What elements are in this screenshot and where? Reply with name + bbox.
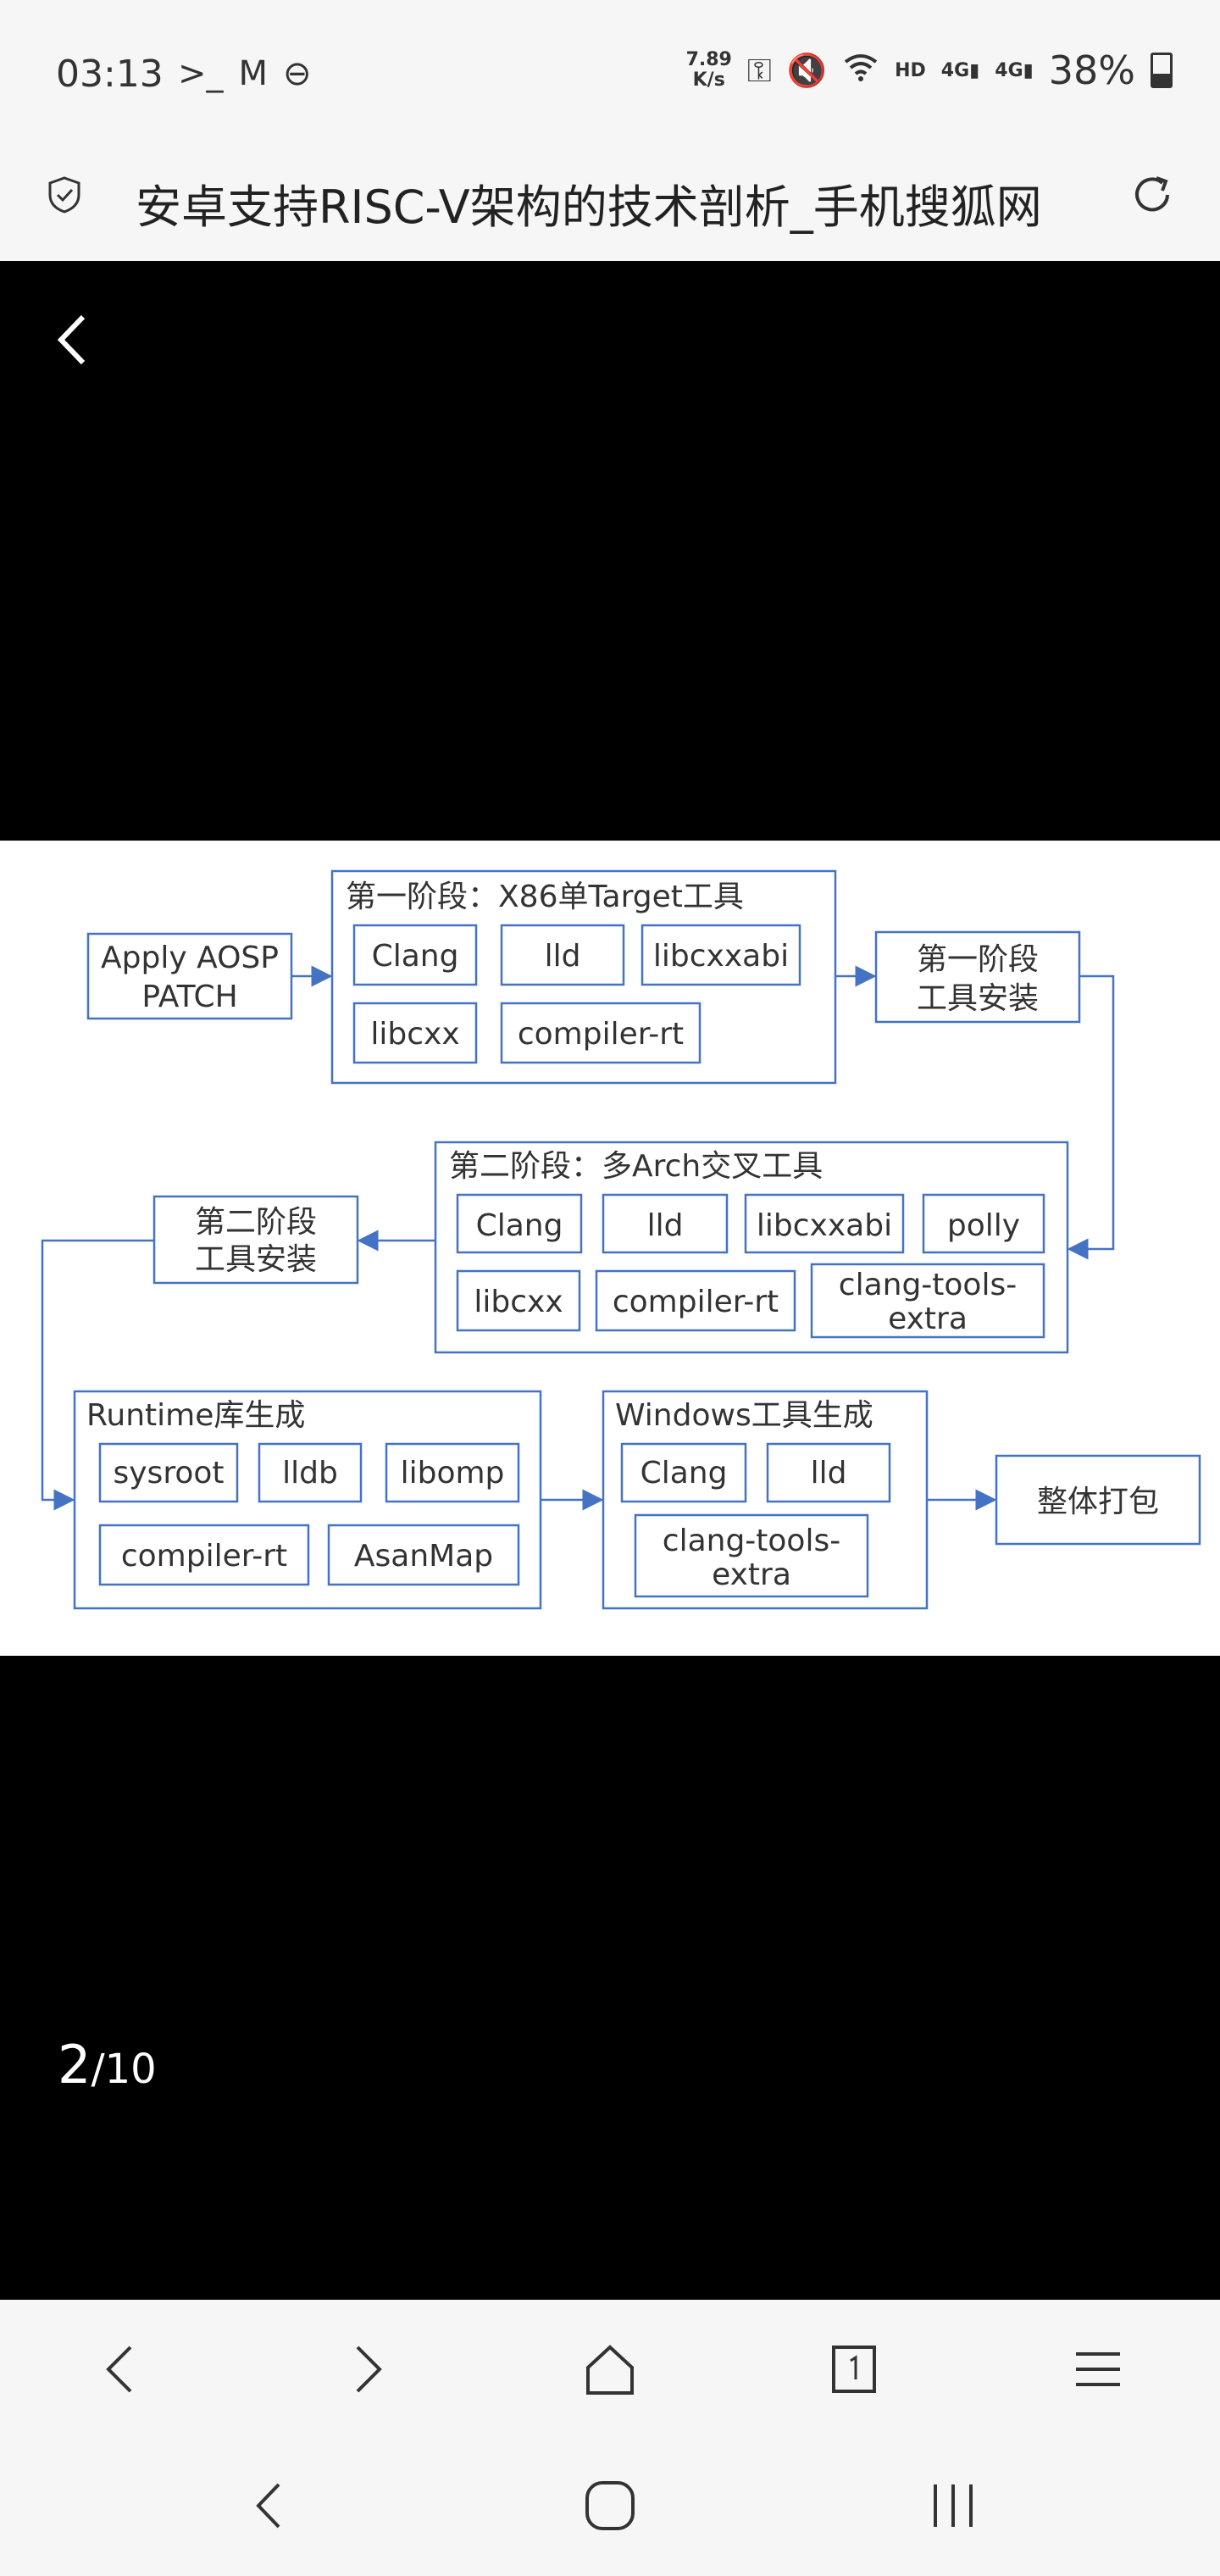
status-left-icons: >_ M ⊖: [178, 54, 312, 93]
win-item-cte-line1: clang-tools-: [663, 1524, 840, 1558]
rt-item-compiler-rt: compiler-rt: [121, 1539, 287, 1574]
signal-bars-icon: ▮: [1023, 59, 1034, 81]
image-viewer[interactable]: 第一阶段：X86单Target工具 Apply AOSP PATCH Clang…: [0, 261, 1220, 2300]
s2-item-lld: lld: [647, 1208, 684, 1243]
network-speed: 7.89 K/s: [686, 50, 732, 91]
s2-item-cte-line1: clang-tools-: [839, 1268, 1017, 1302]
net2-label: 4G: [995, 59, 1023, 81]
shield-check-icon[interactable]: [47, 176, 81, 214]
windows-title: Windows工具生成: [615, 1398, 873, 1433]
page-current: 2: [58, 2034, 92, 2096]
system-back-icon[interactable]: [241, 2476, 301, 2535]
home-icon[interactable]: [580, 2339, 640, 2400]
back-arrow-icon[interactable]: [51, 310, 93, 369]
address-bar: 安卓支持RISC-V架构的技术剖析_手机搜狐网: [0, 127, 1220, 261]
win-item-cte-line2: extra: [712, 1557, 791, 1592]
battery-icon: [1151, 53, 1173, 88]
system-navigation-bar: [0, 2439, 1220, 2576]
dnd-icon: ⊖: [283, 54, 312, 93]
system-home-icon[interactable]: [580, 2476, 640, 2535]
page-separator: /: [91, 2046, 105, 2093]
signal-4g-1: 4G▮: [941, 60, 979, 81]
runtime-title: Runtime库生成: [86, 1398, 305, 1433]
stage2-install-line1: 第二阶段: [195, 1205, 317, 1240]
speed-value: 7.89: [685, 49, 732, 70]
status-bar: 03:13 >_ M ⊖ 7.89 K/s ⚿ 🔇 HD 4G▮ 4G▮ 38%: [0, 0, 1220, 127]
apply-patch-line1: Apply AOSP: [101, 941, 279, 975]
browser-toolbar: [0, 2300, 1220, 2439]
stage2-install-line2: 工具安装: [195, 1242, 317, 1277]
hd-indicator: HD: [895, 59, 926, 81]
back-icon[interactable]: [92, 2339, 152, 2400]
mail-icon: M: [238, 54, 269, 93]
rt-item-asanmap: AsanMap: [354, 1539, 493, 1574]
stage1-install-line1: 第一阶段: [917, 942, 1039, 977]
page-counter: 2/10: [58, 2034, 157, 2096]
s2-item-cte-line2: extra: [888, 1302, 968, 1336]
mute-icon: 🔇: [786, 51, 828, 89]
battery-percent: 38%: [1048, 47, 1135, 93]
s2-item-clang: Clang: [476, 1208, 563, 1243]
s2-item-libcxxabi: libcxxabi: [757, 1208, 892, 1243]
s1-item-clang: Clang: [372, 939, 459, 974]
signal-bars-icon: ▮: [969, 59, 980, 81]
s2-item-libcxx: libcxx: [474, 1285, 563, 1319]
reload-icon[interactable]: [1128, 171, 1176, 219]
stage1-install-line2: 工具安装: [917, 981, 1039, 1016]
rt-item-sysroot: sysroot: [114, 1456, 225, 1491]
signal-4g-2: 4G▮: [995, 60, 1033, 81]
vpn-key-icon: ⚿: [746, 51, 772, 89]
s1-item-lld: lld: [545, 939, 581, 974]
s1-item-libcxx: libcxx: [370, 1017, 459, 1052]
s1-item-compiler-rt: compiler-rt: [518, 1017, 684, 1052]
win-item-clang: Clang: [640, 1456, 728, 1491]
apply-patch-line2: PATCH: [141, 980, 237, 1014]
diagram-image: 第一阶段：X86单Target工具 Apply AOSP PATCH Clang…: [0, 841, 1220, 1656]
speed-unit: K/s: [692, 69, 725, 91]
system-recents-icon[interactable]: [923, 2476, 983, 2535]
menu-icon[interactable]: [1068, 2339, 1128, 2400]
rt-item-libomp: libomp: [401, 1456, 505, 1491]
tabs-icon[interactable]: [824, 2339, 884, 2400]
stage1-title: 第一阶段：X86单Target工具: [346, 880, 744, 914]
rt-item-lldb: lldb: [282, 1456, 338, 1491]
win-item-lld: lld: [811, 1456, 847, 1491]
net1-label: 4G: [940, 59, 970, 81]
page-total: 10: [104, 2046, 157, 2093]
flow-diagram: 第一阶段：X86单Target工具 Apply AOSP PATCH Clang…: [41, 869, 1201, 1610]
forward-icon[interactable]: [336, 2339, 396, 2400]
terminal-icon: >_: [178, 54, 224, 93]
s2-item-polly: polly: [947, 1208, 1020, 1243]
page-title[interactable]: 安卓支持RISC-V架构的技术剖析_手机搜狐网: [136, 180, 1042, 234]
status-time: 03:13: [56, 53, 164, 96]
package-label: 整体打包: [1037, 1485, 1159, 1519]
stage2-title: 第二阶段：多Arch交叉工具: [449, 1149, 823, 1184]
s1-item-libcxxabi: libcxxabi: [653, 939, 789, 974]
wifi-icon: [842, 52, 879, 90]
battery-fill: [1153, 74, 1170, 86]
s2-item-compiler-rt: compiler-rt: [613, 1285, 779, 1319]
status-right: 7.89 K/s ⚿ 🔇 HD 4G▮ 4G▮ 38%: [686, 47, 1173, 93]
